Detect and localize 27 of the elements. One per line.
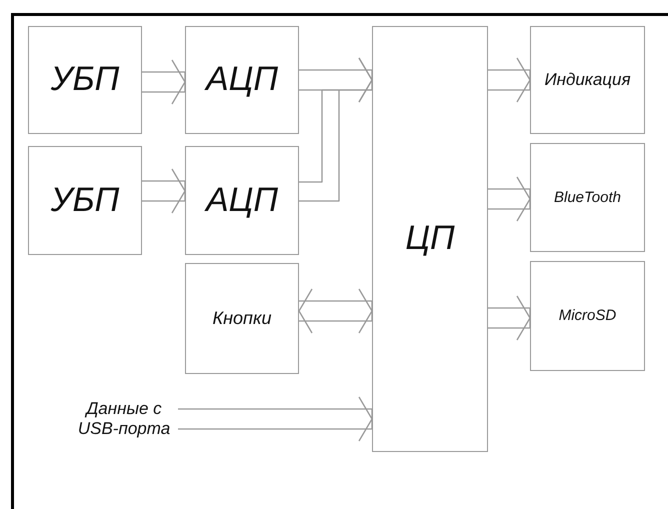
process-box — [530, 143, 645, 252]
process-box — [372, 26, 488, 452]
bus-arrow — [141, 168, 186, 214]
process-box — [28, 26, 142, 134]
input-label: Данные с USB-порта — [76, 399, 172, 439]
bus-arrow — [487, 57, 531, 103]
bus-arrow — [298, 57, 373, 202]
block-label: ЦП — [405, 219, 455, 259]
process-box — [530, 26, 645, 134]
bus-arrow — [487, 295, 531, 341]
process-box — [28, 146, 142, 255]
bus-arrow — [177, 396, 373, 442]
bus-arrow — [298, 288, 373, 334]
block-label: АЦП — [206, 180, 278, 220]
block-label: АЦП — [206, 60, 278, 100]
block-label: Кнопки — [212, 308, 272, 329]
process-box — [185, 146, 299, 255]
block-label: УБП — [50, 180, 120, 220]
process-box — [185, 26, 299, 134]
block-label: MicroSD — [558, 307, 616, 325]
process-box — [185, 263, 299, 374]
process-box — [530, 261, 645, 371]
bus-arrow — [141, 59, 186, 105]
bus-arrow — [487, 176, 531, 222]
block-label: Индикация — [544, 70, 631, 90]
block-label: BlueTooth — [554, 188, 621, 206]
block-label: УБП — [50, 60, 120, 100]
